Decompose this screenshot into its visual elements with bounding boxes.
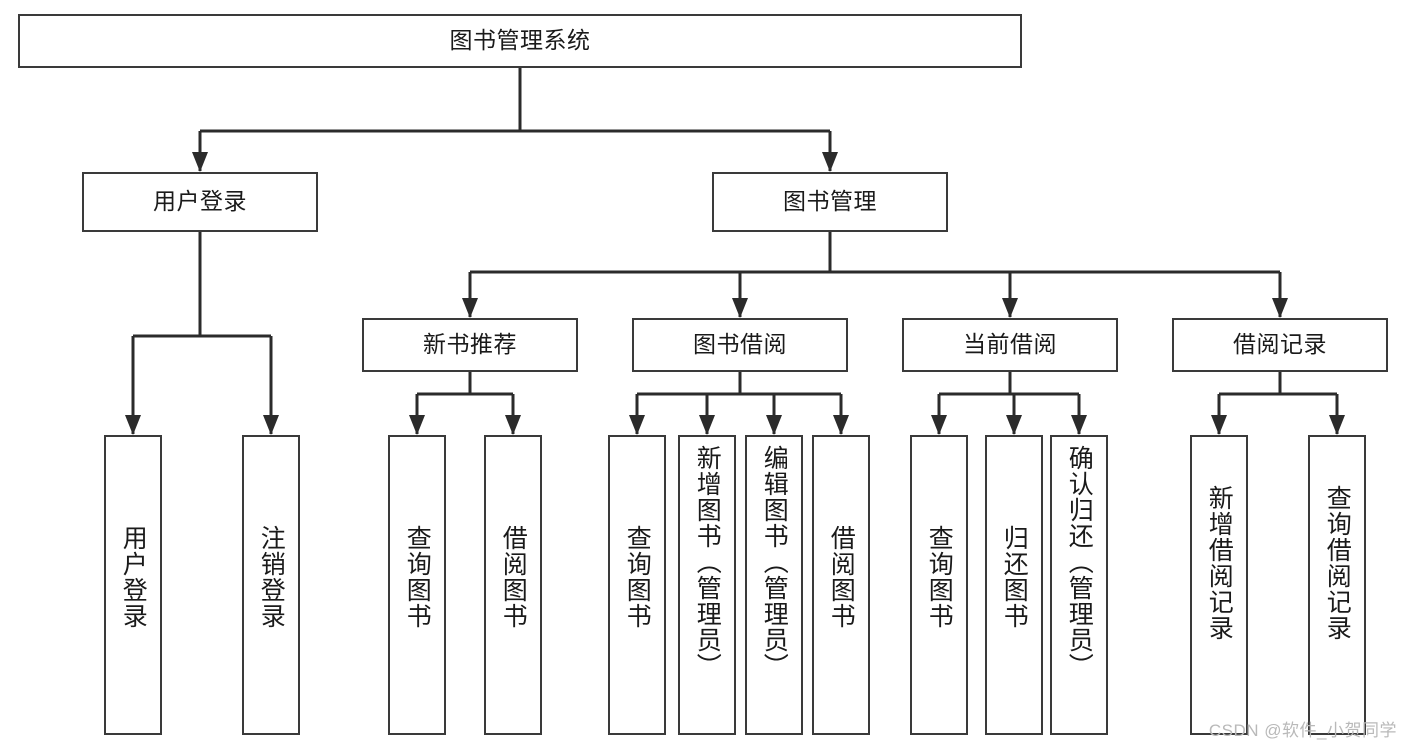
node-borrow-record[interactable]: 借阅记录 [1172,318,1388,372]
node-label: 用户登录 [119,525,148,629]
node-new-book-rec[interactable]: 新书推荐 [362,318,578,372]
node-label: 新增图书（管理员） [693,445,722,679]
node-label: 查询图书 [623,525,652,629]
node-leaf-user-login[interactable]: 用户登录 [104,435,162,735]
node-label: 编辑图书（管理员） [760,445,789,679]
node-leaf-user-logout[interactable]: 注销登录 [242,435,300,735]
node-label: 用户登录 [153,188,247,215]
node-label: 新增借阅记录 [1205,485,1234,641]
node-leaf-edit-book[interactable]: 编辑图书（管理员） [745,435,803,735]
node-label: 注销登录 [257,525,286,629]
node-leaf-query-book-3[interactable]: 查询图书 [910,435,968,735]
watermark: CSDN @软件_小贺同学 [1208,721,1397,740]
node-book-manage[interactable]: 图书管理 [712,172,948,232]
node-label: 查询图书 [925,525,954,629]
node-label: 查询借阅记录 [1323,485,1352,641]
node-leaf-query-book-2[interactable]: 查询图书 [608,435,666,735]
node-leaf-add-book[interactable]: 新增图书（管理员） [678,435,736,735]
node-label: 当前借阅 [963,331,1057,358]
node-leaf-borrow-book-2[interactable]: 借阅图书 [812,435,870,735]
node-book-borrow[interactable]: 图书借阅 [632,318,848,372]
node-label: 确认归还（管理员） [1065,445,1094,679]
node-user-login[interactable]: 用户登录 [82,172,318,232]
node-leaf-query-record[interactable]: 查询借阅记录 [1308,435,1366,735]
node-label: 借阅图书 [499,525,528,629]
node-label: 新书推荐 [423,331,517,358]
node-label: 借阅图书 [827,525,856,629]
node-label: 查询图书 [403,525,432,629]
node-root[interactable]: 图书管理系统 [18,14,1022,68]
node-leaf-query-book-1[interactable]: 查询图书 [388,435,446,735]
node-label: 借阅记录 [1233,331,1327,358]
node-current-borrow[interactable]: 当前借阅 [902,318,1118,372]
node-label: 归还图书 [1000,525,1029,629]
node-label: 图书借阅 [693,331,787,358]
node-label: 图书管理 [783,188,877,215]
node-leaf-return-book[interactable]: 归还图书 [985,435,1043,735]
node-leaf-borrow-book-1[interactable]: 借阅图书 [484,435,542,735]
node-label: 图书管理系统 [449,27,591,54]
node-leaf-add-record[interactable]: 新增借阅记录 [1190,435,1248,735]
node-leaf-confirm-return[interactable]: 确认归还（管理员） [1050,435,1108,735]
